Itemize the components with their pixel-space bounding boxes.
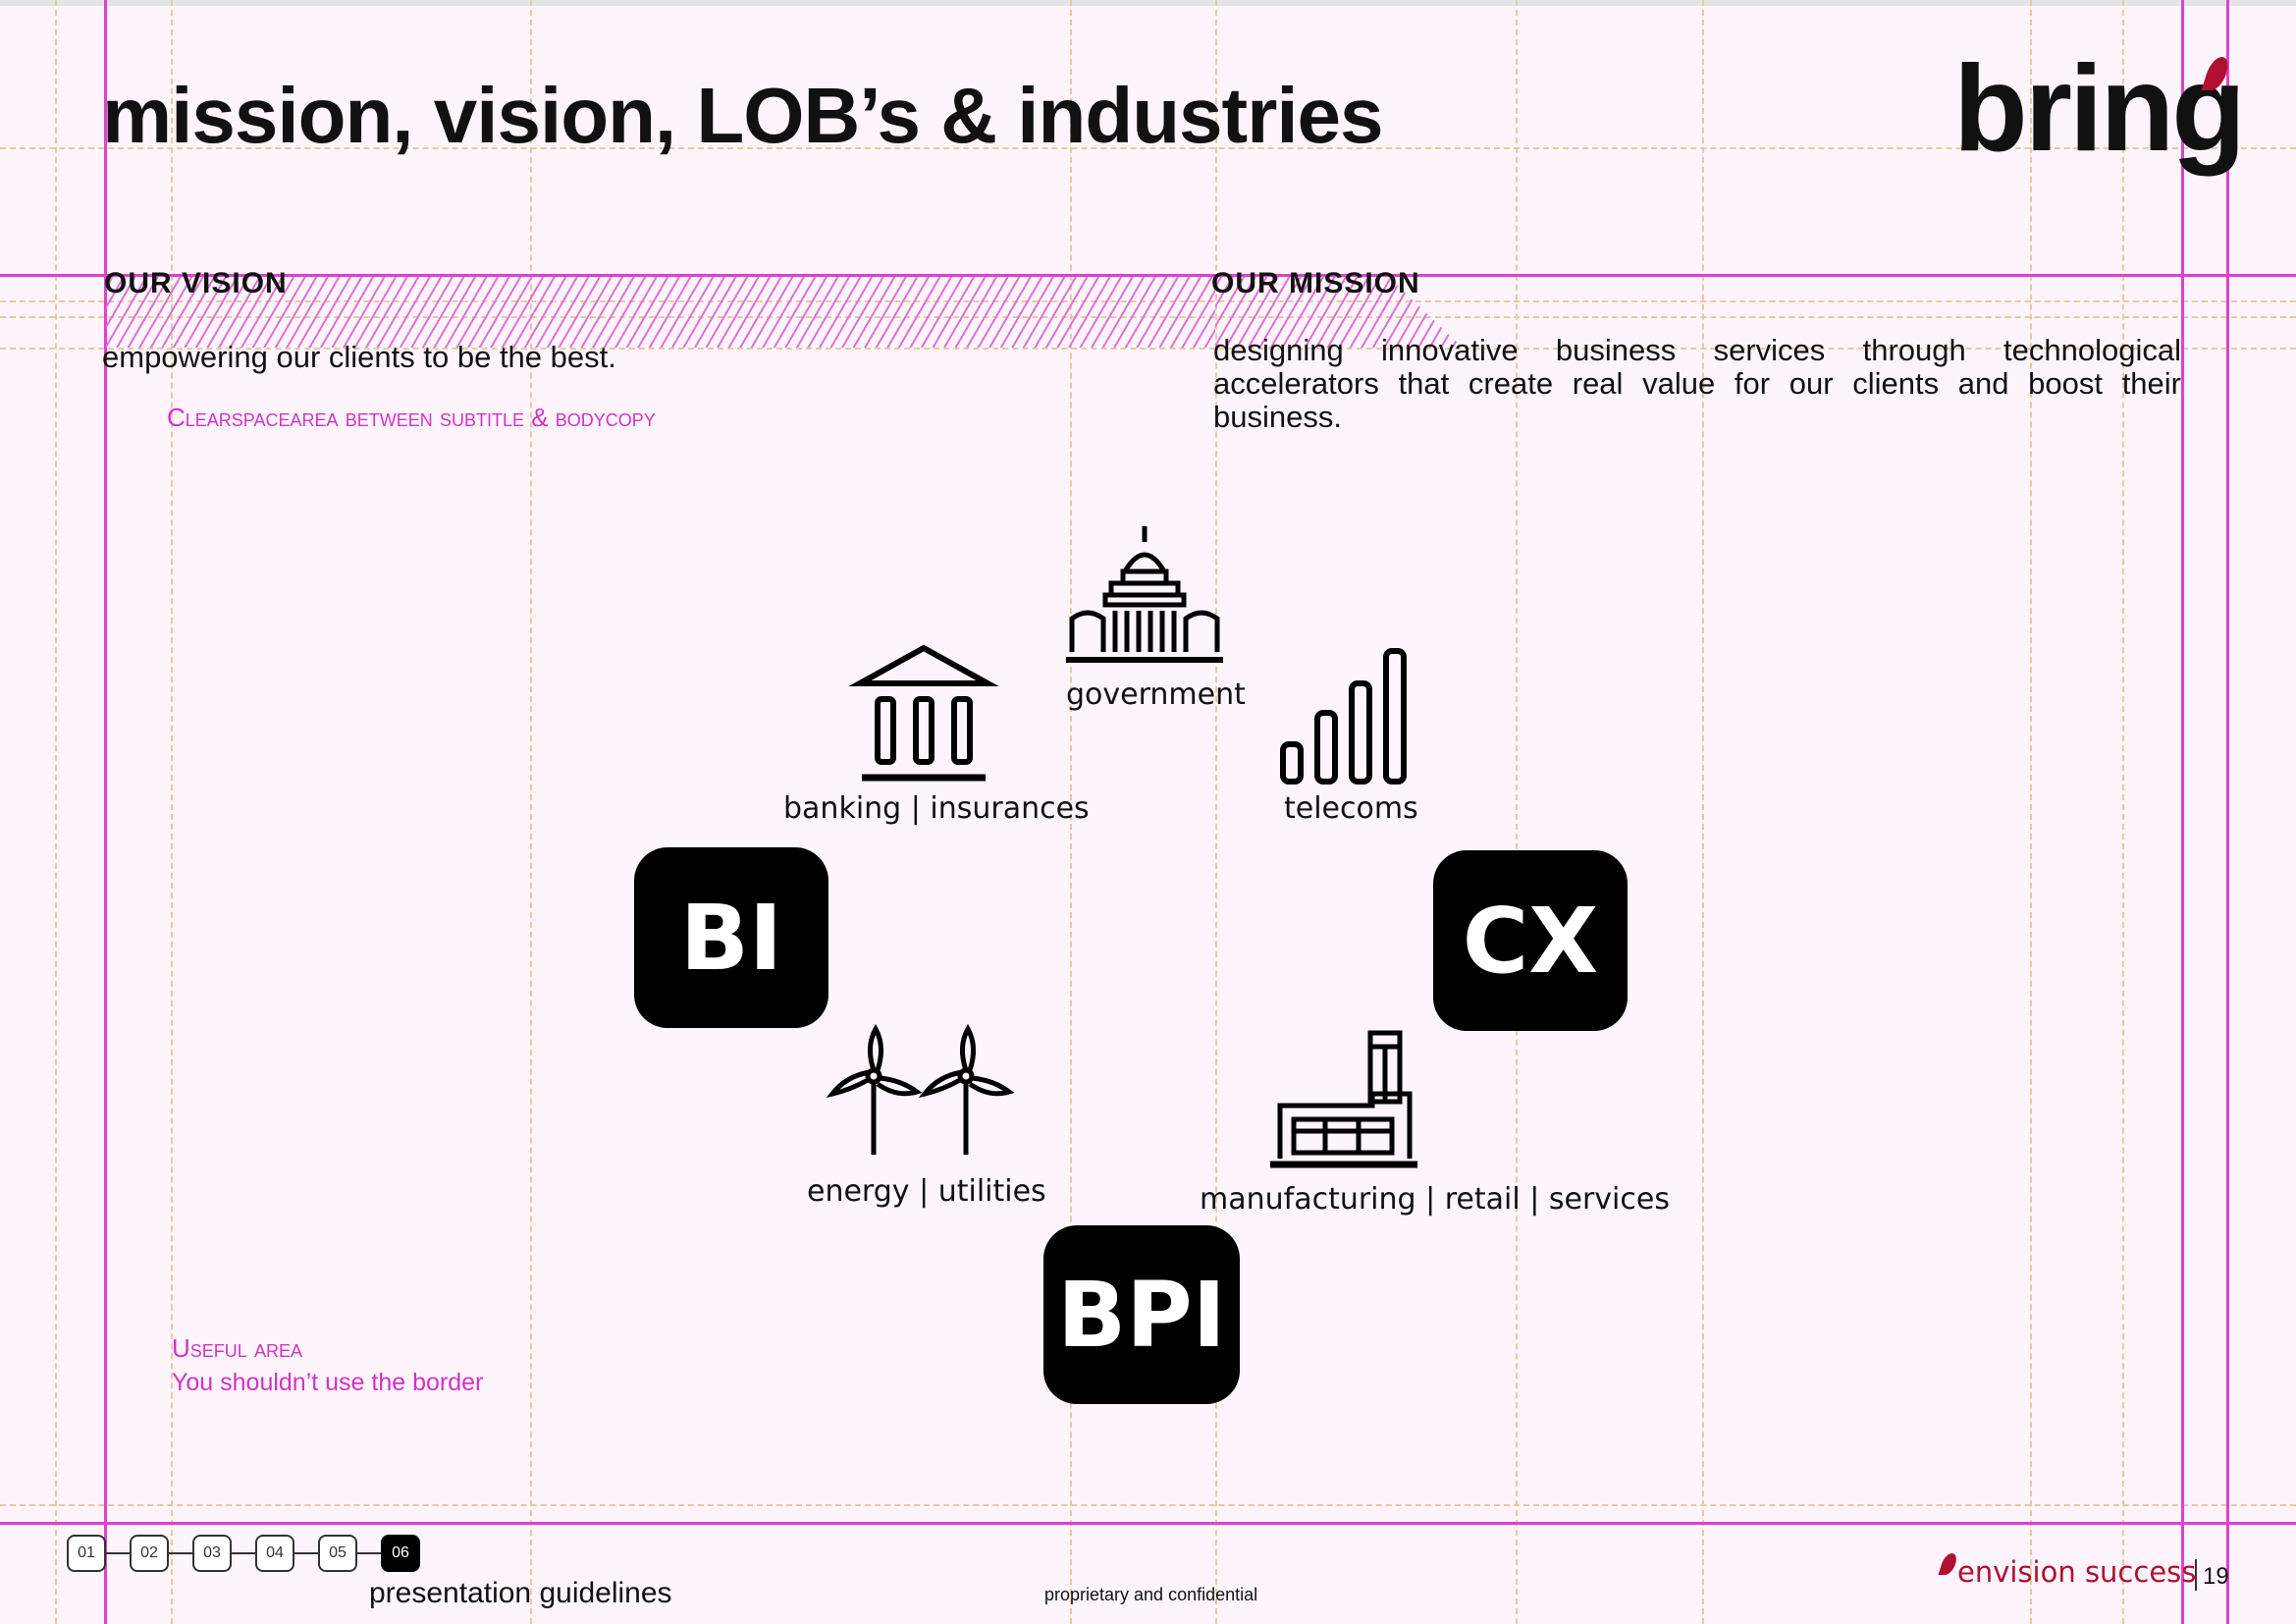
capitol-building-icon bbox=[1066, 526, 1223, 663]
guide-line bbox=[171, 0, 173, 1624]
guide-line bbox=[0, 1504, 2296, 1506]
industry-label-telecoms: telecoms bbox=[1284, 791, 1418, 826]
wind-turbine-icon bbox=[826, 1023, 1015, 1155]
page-title: mission, vision, LOB’s & industries bbox=[102, 72, 1384, 159]
industry-label-manufacturing: manufacturing | retail | services bbox=[1200, 1182, 1670, 1217]
footer-section-name: presentation guidelines bbox=[369, 1577, 672, 1609]
step-02[interactable]: 02 bbox=[130, 1535, 169, 1572]
guide-line bbox=[1516, 0, 1518, 1624]
footer-confidential: proprietary and confidential bbox=[1044, 1585, 1258, 1604]
top-edge bbox=[0, 0, 2296, 6]
guide-line bbox=[2030, 0, 2032, 1624]
step-01[interactable]: 01 bbox=[67, 1535, 106, 1572]
useful-area-text: You shouldn’t use the border bbox=[172, 1369, 484, 1396]
brand-logo: bring bbox=[1953, 41, 2246, 177]
lob-box-cx: CX bbox=[1433, 850, 1628, 1031]
page-number-divider bbox=[2195, 1559, 2197, 1591]
industry-label-government: government bbox=[1066, 677, 1246, 712]
mission-label: OUR MISSION bbox=[1211, 267, 1420, 299]
step-03[interactable]: 03 bbox=[192, 1535, 232, 1572]
margin-guide bbox=[0, 274, 2296, 277]
vision-label: OUR VISION bbox=[104, 267, 288, 299]
lob-box-bi: BI bbox=[634, 847, 828, 1028]
margin-guide bbox=[0, 1522, 2296, 1525]
margin-guide bbox=[104, 0, 107, 1624]
step-connector bbox=[232, 1552, 255, 1554]
margin-guide bbox=[2226, 0, 2229, 1624]
guide-line bbox=[530, 0, 532, 1624]
tagline-mark bbox=[1938, 1553, 1959, 1575]
factory-icon bbox=[1270, 1030, 1417, 1168]
margin-guide bbox=[2181, 0, 2184, 1624]
industry-label-banking: banking | insurances bbox=[783, 791, 1090, 826]
guide-line bbox=[2122, 0, 2124, 1624]
guide-line bbox=[0, 147, 2296, 149]
clearspace-note: Clearspacearea between subtitle & bodyco… bbox=[167, 403, 656, 432]
vision-text: empowering our clients to be the best. bbox=[102, 340, 616, 374]
guide-line bbox=[1702, 0, 1704, 1624]
signal-bars-icon bbox=[1280, 648, 1407, 785]
step-04[interactable]: 04 bbox=[255, 1535, 294, 1572]
step-connector bbox=[106, 1552, 130, 1554]
section-stepper: 01 02 03 04 05 06 bbox=[67, 1535, 420, 1572]
clearspace-hatch bbox=[106, 277, 1215, 348]
footer-tagline: envision success bbox=[1957, 1555, 2197, 1589]
mission-text: designing innovative business services t… bbox=[1213, 333, 2181, 434]
step-connector bbox=[294, 1552, 318, 1554]
industry-label-energy: energy | utilities bbox=[807, 1174, 1046, 1209]
lob-box-bpi: BPI bbox=[1043, 1225, 1240, 1404]
step-06-active[interactable]: 06 bbox=[381, 1535, 420, 1572]
step-connector bbox=[357, 1552, 381, 1554]
bank-building-icon bbox=[848, 644, 999, 782]
page-number: 19 bbox=[2203, 1563, 2229, 1590]
step-connector bbox=[169, 1552, 192, 1554]
guide-line bbox=[55, 0, 57, 1624]
guide-line bbox=[1215, 0, 1217, 1624]
guide-line bbox=[1070, 0, 1072, 1624]
step-05[interactable]: 05 bbox=[318, 1535, 357, 1572]
useful-area-title: Useful area bbox=[172, 1333, 303, 1363]
guide-line bbox=[0, 348, 2296, 350]
